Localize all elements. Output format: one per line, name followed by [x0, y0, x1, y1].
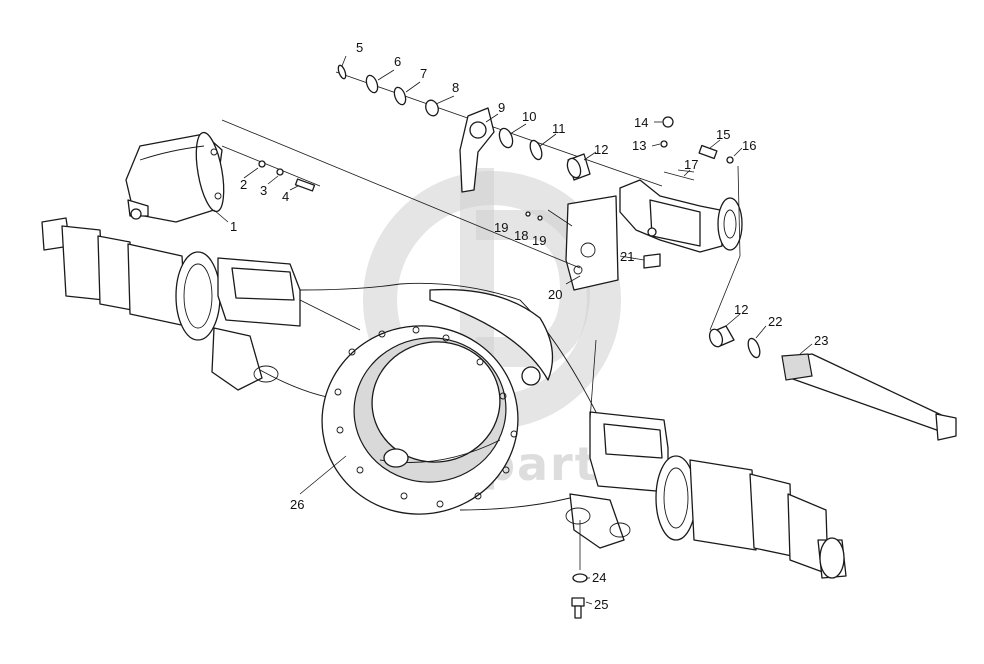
callout-23: 23 — [814, 333, 828, 348]
callout-24: 24 — [592, 570, 606, 585]
callout-5: 5 — [356, 40, 363, 55]
callout-19-right: 19 — [532, 233, 546, 248]
callout-11: 11 — [552, 121, 566, 136]
callout-12-lower: 12 — [734, 302, 748, 317]
camshaft — [708, 325, 957, 441]
callout-9: 9 — [498, 100, 505, 115]
callout-14: 14 — [634, 115, 648, 130]
callout-15: 15 — [716, 127, 730, 142]
callout-12-upper: 12 — [594, 142, 608, 157]
callout-16: 16 — [742, 138, 756, 153]
leader-lines — [213, 55, 813, 605]
callout-25: 25 — [594, 597, 608, 612]
callout-21: 21 — [620, 249, 634, 264]
callout-17: 17 — [684, 157, 698, 172]
callout-1: 1 — [230, 219, 237, 234]
axle-housing — [41, 217, 847, 579]
callout-19-left: 19 — [494, 220, 508, 235]
callout-18: 18 — [514, 228, 528, 243]
flange-bolt-holes — [334, 326, 518, 508]
callout-10: 10 — [522, 109, 536, 124]
camshaft-bracket — [525, 116, 743, 291]
callout-6: 6 — [394, 54, 401, 69]
callout-22: 22 — [768, 314, 782, 329]
callout-labels: 1 2 3 4 5 6 7 8 9 10 11 12 12 13 14 15 1… — [230, 40, 828, 612]
slack-adjuster-set — [335, 64, 663, 193]
callout-3: 3 — [260, 183, 267, 198]
brake-chamber — [125, 131, 225, 223]
clevis-pin-set — [221, 145, 321, 192]
callout-4: 4 — [282, 189, 289, 204]
callout-20: 20 — [548, 287, 562, 302]
callout-8: 8 — [452, 80, 459, 95]
callout-2: 2 — [240, 177, 247, 192]
callout-13: 13 — [632, 138, 646, 153]
mounting-bolt — [571, 573, 588, 619]
callout-26: 26 — [290, 497, 304, 512]
callout-7: 7 — [420, 66, 427, 81]
